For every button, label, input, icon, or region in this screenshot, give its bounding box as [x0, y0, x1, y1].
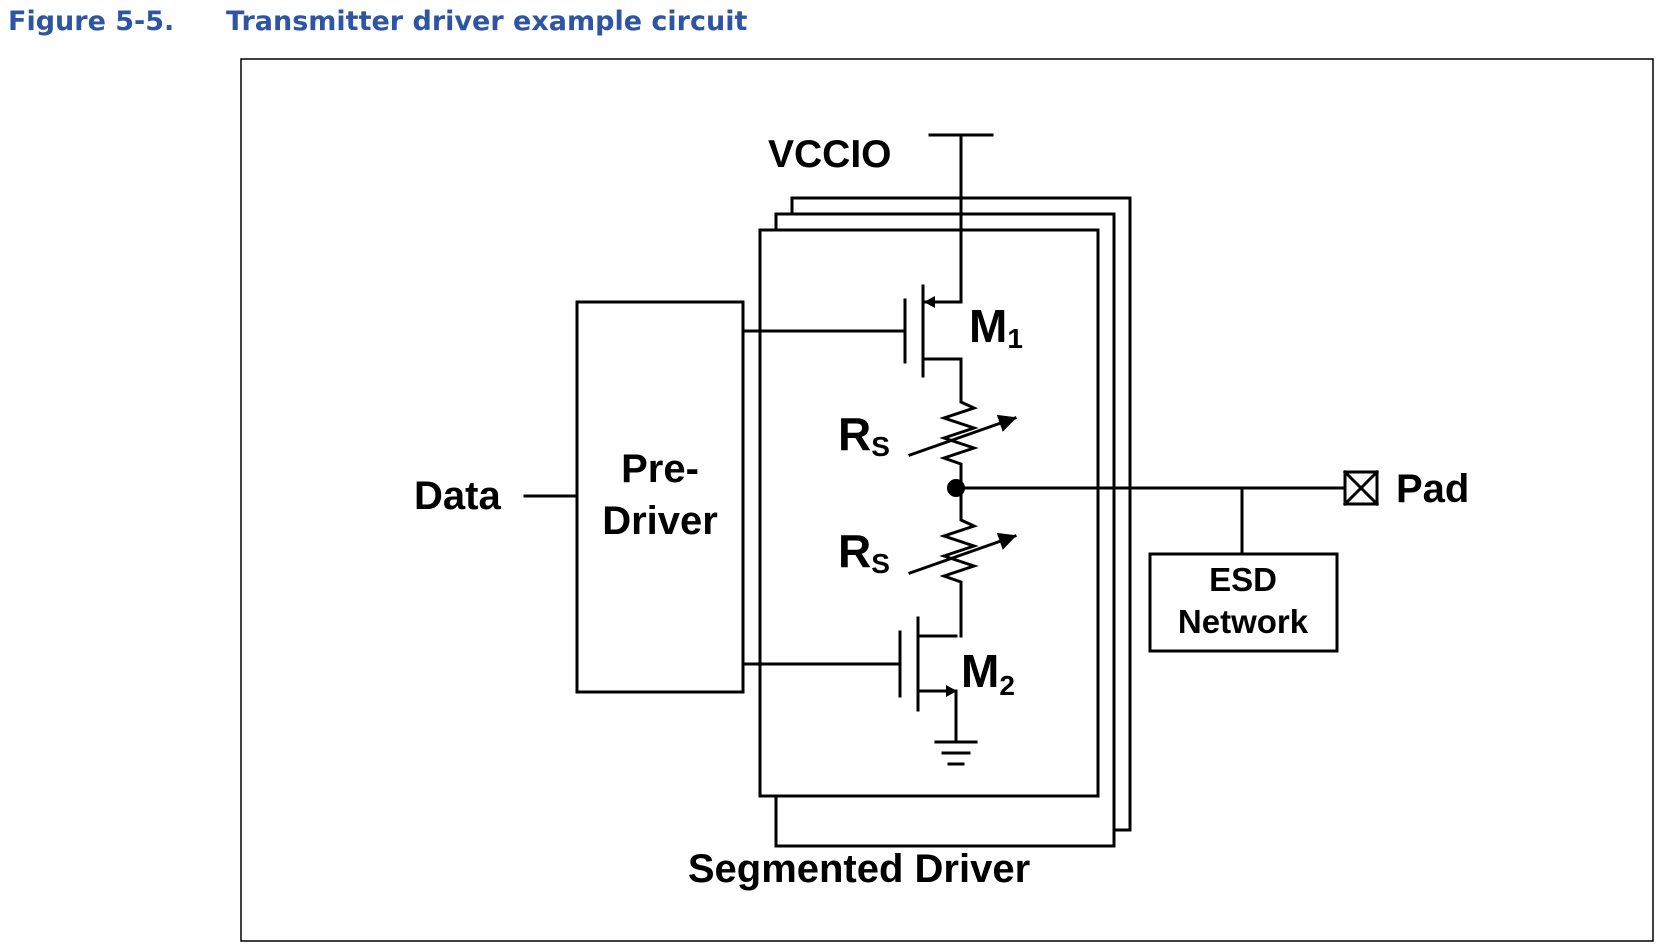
- data-label: Data: [414, 474, 501, 518]
- esd-label-line2: Network: [1178, 603, 1309, 640]
- rs-top-label: RS: [838, 408, 890, 462]
- segmented-driver-stack: [758, 196, 1132, 848]
- predriver-label-line2: Driver: [602, 499, 718, 543]
- rs-top-resistor: [939, 390, 979, 492]
- figure-title: Transmitter driver example circuit: [226, 6, 748, 37]
- rs-bottom-resistor: [939, 488, 979, 612]
- output-node-dot: [947, 479, 965, 497]
- vccio-label: VCCIO: [768, 133, 892, 176]
- m1-label: M1: [969, 300, 1023, 354]
- m2-source-arrow: [946, 685, 957, 697]
- rs-top-variable-arrow: [908, 414, 1017, 457]
- pad-label: Pad: [1396, 467, 1469, 511]
- segment-box-front: [758, 228, 1100, 798]
- predriver-box: [575, 300, 745, 694]
- rs-bottom-label: RS: [838, 525, 890, 579]
- rs-bottom-variable-arrow: [908, 532, 1017, 575]
- figure-number: Figure 5-5.: [8, 6, 175, 37]
- figure-caption: Figure 5-5. Transmitter driver example ci…: [8, 6, 747, 37]
- ground-symbol: [934, 740, 978, 766]
- esd-network-box: [1148, 552, 1339, 653]
- segmented-driver-label: Segmented Driver: [688, 847, 1030, 891]
- predriver-label-line1: Pre-: [621, 447, 699, 491]
- nmos-m2: [898, 608, 963, 744]
- figure-frame: [240, 58, 1654, 942]
- pad-icon: [1342, 469, 1380, 507]
- m2-label: M2: [961, 645, 1015, 701]
- m1-source-arrow: [924, 296, 935, 308]
- esd-label-line1: ESD: [1209, 561, 1277, 598]
